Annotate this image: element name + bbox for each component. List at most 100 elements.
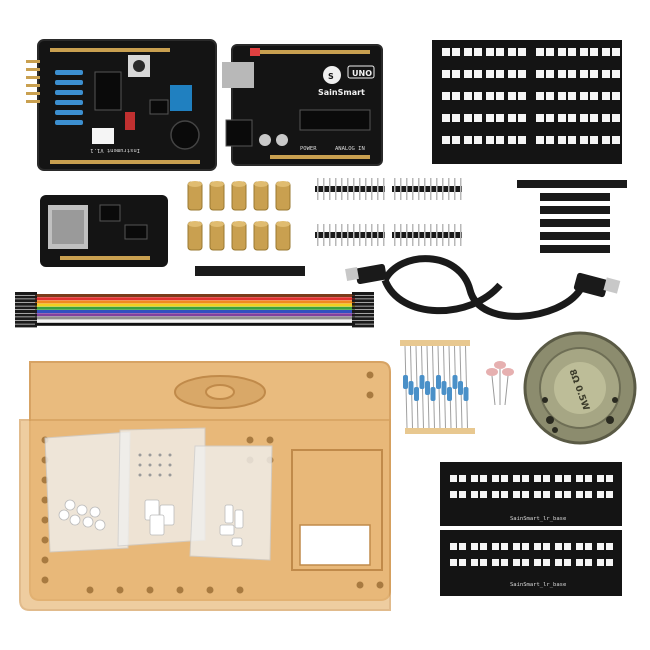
led-matrix-pixel [580, 70, 588, 78]
led-matrix-pixel [508, 136, 516, 144]
pin [460, 178, 462, 200]
dupont-connector [15, 313, 37, 317]
led-pixel [585, 491, 592, 498]
led-pixel [522, 543, 529, 550]
led-matrix-pixel [536, 92, 544, 100]
led-matrix-pixel [580, 48, 588, 56]
uno-logo-icon [323, 66, 341, 84]
led-matrix-pixel [536, 48, 544, 56]
led-pixel [597, 543, 604, 550]
led-pixel [459, 475, 466, 482]
pin [335, 224, 337, 246]
resistor [436, 375, 441, 389]
acrylic-mount-hole [41, 556, 49, 564]
pin-header [392, 186, 462, 192]
pin [323, 178, 325, 200]
led-pixel [585, 559, 592, 566]
led-pixel [606, 491, 613, 498]
pin [418, 224, 420, 246]
led-pixel [513, 559, 520, 566]
resistor [419, 375, 425, 389]
acrylic-mount-hole [356, 581, 364, 589]
ribbon-wire [35, 300, 355, 304]
pin [412, 224, 414, 246]
dupont-connector [352, 299, 374, 303]
resistor-strip [400, 340, 475, 434]
acrylic-mount-hole [376, 581, 384, 589]
pin [365, 178, 367, 200]
led-pixel [492, 559, 499, 566]
pin [329, 178, 331, 200]
pin [460, 224, 462, 246]
led-pixel [543, 491, 550, 498]
pin [317, 224, 319, 246]
pin [383, 224, 385, 246]
pin [353, 178, 355, 200]
resistor [408, 381, 414, 395]
led-matrix-pixel [452, 48, 460, 56]
resistor [425, 381, 430, 395]
brass-standoff-top [254, 181, 268, 187]
led-pixel [585, 475, 592, 482]
dupont-connector [352, 302, 374, 306]
pin [406, 178, 408, 200]
led-matrix-pixel [442, 114, 450, 122]
ribbon-wire [35, 294, 355, 297]
led-pixel [501, 475, 508, 482]
led-pixel [501, 559, 508, 566]
brass-standoff-top [210, 221, 224, 227]
led-matrix-pixel [590, 70, 598, 78]
acrylic-mount-hole [366, 391, 374, 399]
ribbon-wire [35, 322, 355, 326]
pin [383, 178, 385, 200]
led-matrix-pixel [580, 114, 588, 122]
resistor [441, 381, 447, 395]
led-pixel [459, 491, 466, 498]
led-pixel [543, 559, 550, 566]
led-pixel [492, 475, 499, 482]
usb-cable [345, 255, 621, 320]
led-matrix-pixel [452, 114, 460, 122]
pin [317, 178, 319, 200]
led-pixel [564, 559, 571, 566]
uno-analog-label: ANALOG IN [335, 146, 365, 152]
led-matrix-pixel [612, 114, 620, 122]
pin [418, 178, 420, 200]
dupont-connector [15, 317, 37, 321]
pin [400, 178, 402, 200]
led-matrix-pixel [474, 114, 482, 122]
led-matrix-pixel [496, 70, 504, 78]
resistor [452, 375, 458, 389]
led-pixel [480, 543, 487, 550]
led-matrix-pixel [612, 48, 620, 56]
led-matrix-pixel [452, 92, 460, 100]
ribbon-wire [35, 319, 355, 323]
led-matrix-pixel [442, 70, 450, 78]
acrylic-mount-hole [41, 516, 49, 524]
pin [347, 224, 349, 246]
pin [448, 178, 450, 200]
pin [430, 178, 432, 200]
led-pixel [450, 543, 457, 550]
led-pixel [513, 475, 520, 482]
brass-standoff-top [276, 181, 290, 187]
leds [486, 361, 514, 406]
pin [448, 224, 450, 246]
female-headers [517, 180, 627, 253]
led-matrix-pixel [568, 92, 576, 100]
pin [353, 224, 355, 246]
pin [406, 224, 408, 246]
led-matrix-pixel [508, 92, 516, 100]
led-matrix-pixel [518, 70, 526, 78]
instrument-shield-board: Instrument V1.1 [26, 39, 217, 171]
brass-standoff-top [232, 221, 246, 227]
led-pixel [459, 559, 466, 566]
acrylic-mount-hole [236, 586, 244, 594]
pin [436, 178, 438, 200]
led-matrix-pixel [464, 92, 472, 100]
led-matrix-pixel [496, 48, 504, 56]
led-matrix-pixel [508, 70, 516, 78]
acrylic-mount-hole [41, 536, 49, 544]
uno-model-text: UNO [352, 69, 372, 78]
led-matrix-pixel [486, 136, 494, 144]
